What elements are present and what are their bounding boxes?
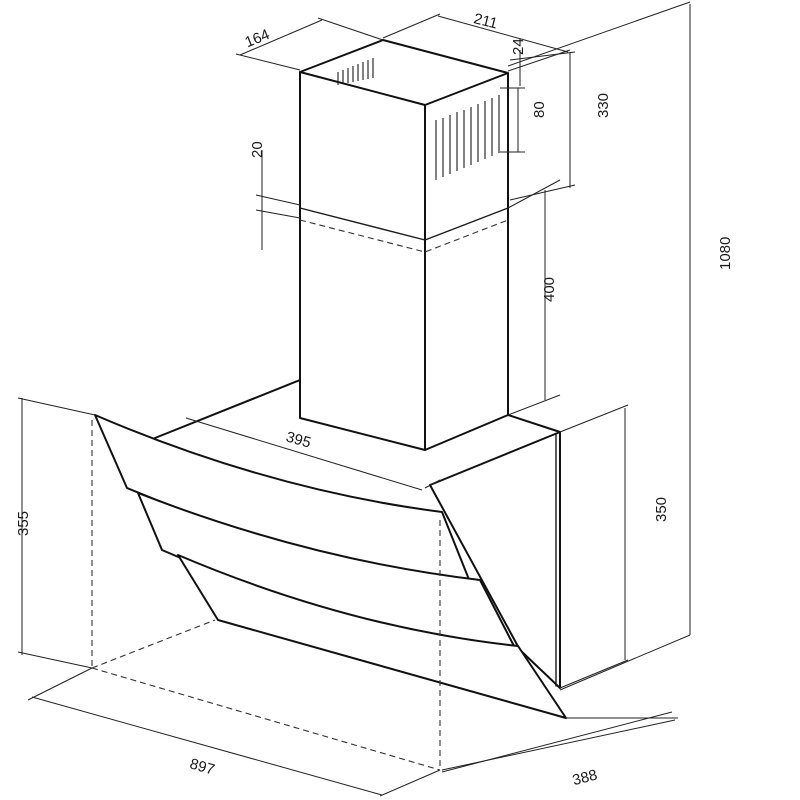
glass-panels (94, 414, 567, 719)
dim-upper-chimney-height: 330 (595, 93, 612, 118)
body-top-right (507, 414, 561, 433)
dim-total-width: 897 (188, 755, 217, 778)
dim-chimney-width: 211 (472, 10, 499, 32)
dim-total-depth: 388 (571, 767, 599, 790)
chimney-right-face (424, 72, 509, 451)
dim-chimney-depth: 164 (243, 26, 273, 51)
dim-body-height: 350 (653, 497, 670, 522)
chimney-left-face (299, 71, 426, 451)
glass-panel-bottom (177, 554, 567, 719)
chimney (299, 39, 509, 451)
top-vent-left (337, 58, 374, 85)
dim-body-width: 395 (284, 428, 313, 451)
dim-lower-chimney-height: 400 (541, 277, 558, 302)
chimney-joint-line (299, 207, 509, 241)
dim-chimney-overlap: 20 (249, 141, 266, 158)
dim-glass-height: 355 (15, 511, 32, 536)
dimension-lines (17, 1, 691, 797)
hidden-outline (91, 420, 441, 771)
dim-total-height: 1080 (717, 237, 734, 270)
body-top-plate (149, 379, 301, 441)
chimney-top-edge (299, 39, 509, 74)
side-vent-right (435, 95, 500, 180)
chimney-joint-hidden (299, 219, 509, 253)
dim-vent-height: 80 (531, 101, 548, 118)
dim-top-vent-offset: 24 (510, 38, 527, 55)
